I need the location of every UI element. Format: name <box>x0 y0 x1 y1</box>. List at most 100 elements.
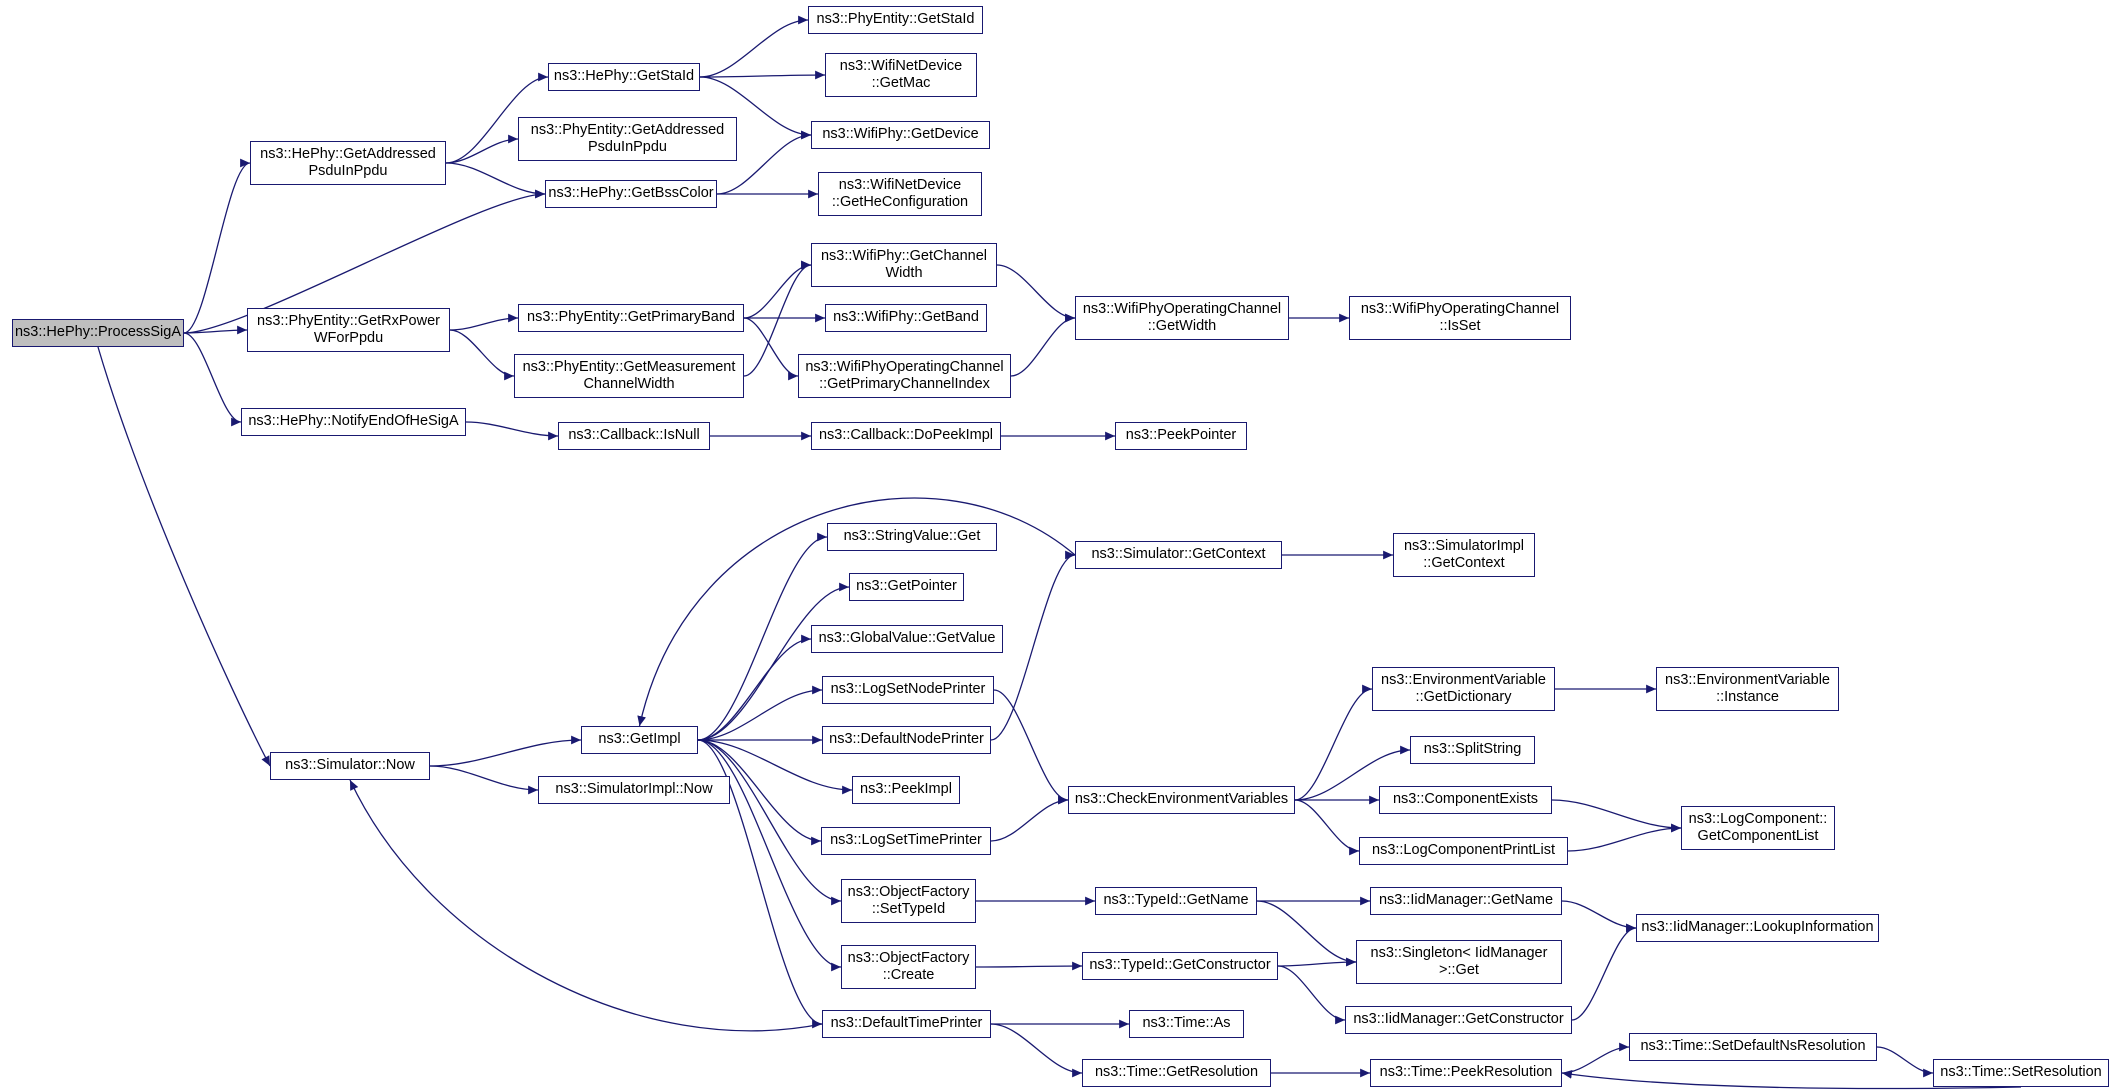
edge-processSigA-to-heGetBssColor <box>183 189 546 334</box>
edge-phyGetPrimaryBand-to-wpGetChanWidth <box>743 260 812 319</box>
graph-node-ofCreate[interactable]: ns3::ObjectFactory ::Create <box>841 945 976 989</box>
edge-getImpl-to-ofCreate <box>697 739 842 972</box>
graph-node-timeAs[interactable]: ns3::Time::As <box>1129 1010 1244 1038</box>
graph-node-phyGetStaId[interactable]: ns3::PhyEntity::GetStaId <box>808 6 983 34</box>
edge-getImpl-to-logSetNodeP <box>697 685 823 741</box>
graph-node-phyGetRxPower[interactable]: ns3::PhyEntity::GetRxPower WForPpdu <box>247 308 450 352</box>
edge-wpocGetPCI-to-wpocGetWidth <box>1010 313 1076 377</box>
graph-node-getImpl[interactable]: ns3::GetImpl <box>581 726 698 754</box>
edge-simNow-to-simImplNow <box>429 765 539 795</box>
graph-node-wpGetBand[interactable]: ns3::WifiPhy::GetBand <box>825 304 987 332</box>
graph-node-wndGetMac[interactable]: ns3::WifiNetDevice ::GetMac <box>825 53 977 97</box>
edge-notifyEndSigA-to-cbIsNull <box>465 421 559 441</box>
edge-getImpl-to-gvGetValue <box>697 634 812 741</box>
graph-node-processSigA[interactable]: ns3::HePhy::ProcessSigA <box>12 319 184 347</box>
edge-heGetBssColor-to-wpGetDevice <box>716 130 812 195</box>
graph-node-heGetBssColor[interactable]: ns3::HePhy::GetBssColor <box>545 180 717 208</box>
graph-node-simGetContext[interactable]: ns3::Simulator::GetContext <box>1075 541 1282 569</box>
graph-node-defTimeP[interactable]: ns3::DefaultTimePrinter <box>822 1010 991 1038</box>
graph-node-peekPointer[interactable]: ns3::PeekPointer <box>1115 422 1247 450</box>
graph-node-timeSetDefNs[interactable]: ns3::Time::SetDefaultNsResolution <box>1629 1033 1877 1061</box>
graph-node-wpGetChanWidth[interactable]: ns3::WifiPhy::GetChannel Width <box>811 243 997 287</box>
edge-getImpl-to-defTimeP <box>697 739 823 1029</box>
edge-tidGetCtor-to-singletonGet <box>1277 957 1357 967</box>
graph-node-simImplGetContext[interactable]: ns3::SimulatorImpl ::GetContext <box>1393 533 1535 577</box>
edge-getImpl-to-svGet <box>697 532 828 741</box>
edge-phyGetRxPower-to-phyGetMeasCW <box>449 329 515 381</box>
graph-node-simImplNow[interactable]: ns3::SimulatorImpl::Now <box>538 776 730 804</box>
graph-node-phyGetMeasCW[interactable]: ns3::PhyEntity::GetMeasurement ChannelWi… <box>514 354 744 398</box>
graph-node-envGetDict[interactable]: ns3::EnvironmentVariable ::GetDictionary <box>1372 667 1555 711</box>
edge-defTimeP-to-timeGetRes <box>990 1023 1083 1078</box>
graph-node-wpGetDevice[interactable]: ns3::WifiPhy::GetDevice <box>811 121 990 149</box>
edge-iidGetCtor-to-iidLookup <box>1571 923 1637 1021</box>
graph-node-svGet[interactable]: ns3::StringValue::Get <box>827 523 997 551</box>
edge-tidGetName-to-singletonGet <box>1256 900 1357 967</box>
edge-timePeekRes-to-timeSetDefNs <box>1561 1042 1630 1074</box>
graph-node-singletonGet[interactable]: ns3::Singleton< IidManager >::Get <box>1356 940 1562 984</box>
edge-simGetContext-to-getImpl <box>637 497 1076 727</box>
graph-node-wpocGetWidth[interactable]: ns3::WifiPhyOperatingChannel ::GetWidth <box>1075 296 1289 340</box>
graph-node-getPointer[interactable]: ns3::GetPointer <box>849 573 964 601</box>
edge-phyGetPrimaryBand-to-wpocGetPCI <box>743 317 799 381</box>
graph-node-wndGetHeConf[interactable]: ns3::WifiNetDevice ::GetHeConfiguration <box>818 172 982 216</box>
edge-logSetTimeP-to-checkEnvVars <box>990 795 1069 842</box>
graph-node-iidGetName[interactable]: ns3::IidManager::GetName <box>1370 887 1562 915</box>
graph-node-defNodeP[interactable]: ns3::DefaultNodePrinter <box>822 726 991 754</box>
graph-node-tidGetCtor[interactable]: ns3::TypeId::GetConstructor <box>1082 952 1278 980</box>
edge-heGetStaId-to-wpGetDevice <box>699 76 812 140</box>
edge-processSigA-to-heGetAddressed <box>183 158 251 334</box>
edge-checkEnvVars-to-envGetDict <box>1294 684 1373 801</box>
graph-node-timeSetRes[interactable]: ns3::Time::SetResolution <box>1933 1059 2109 1087</box>
edge-wpGetChanWidth-to-wpocGetWidth <box>996 264 1076 323</box>
graph-node-timePeekRes[interactable]: ns3::Time::PeekResolution <box>1370 1059 1562 1087</box>
graph-node-gvGetValue[interactable]: ns3::GlobalValue::GetValue <box>811 625 1003 653</box>
graph-node-logCompPrintList[interactable]: ns3::LogComponentPrintList <box>1359 837 1568 865</box>
graph-node-logSetNodeP[interactable]: ns3::LogSetNodePrinter <box>822 676 994 704</box>
edge-heGetAddressed-to-heGetStaId <box>445 72 549 164</box>
edge-defNodeP-to-simGetContext <box>990 550 1076 741</box>
graph-node-phyGetAddressed[interactable]: ns3::PhyEntity::GetAddressed PsduInPpdu <box>518 117 737 161</box>
graph-node-wpocGetPCI[interactable]: ns3::WifiPhyOperatingChannel ::GetPrimar… <box>798 354 1011 398</box>
edge-timeSetDefNs-to-timeSetRes <box>1876 1046 1934 1078</box>
graph-node-ofSetTypeId[interactable]: ns3::ObjectFactory ::SetTypeId <box>841 879 976 923</box>
edge-checkEnvVars-to-splitString <box>1294 745 1411 801</box>
edge-logSetNodeP-to-checkEnvVars <box>993 689 1069 805</box>
edge-processSigA-to-notifyEndSigA <box>183 332 242 427</box>
graph-node-envInstance[interactable]: ns3::EnvironmentVariable ::Instance <box>1656 667 1839 711</box>
graph-node-timeGetRes[interactable]: ns3::Time::GetResolution <box>1082 1059 1271 1087</box>
graph-node-heGetStaId[interactable]: ns3::HePhy::GetStaId <box>548 63 700 91</box>
graph-node-checkEnvVars[interactable]: ns3::CheckEnvironmentVariables <box>1068 786 1295 814</box>
graph-node-notifyEndSigA[interactable]: ns3::HePhy::NotifyEndOfHeSigA <box>241 408 466 436</box>
edge-heGetAddressed-to-phyGetAddressed <box>445 134 519 164</box>
edge-ofCreate-to-tidGetCtor <box>975 961 1083 971</box>
edge-tidGetCtor-to-iidGetCtor <box>1277 965 1346 1025</box>
edge-processSigA-to-simNow <box>97 346 271 767</box>
edge-phyGetMeasCW-to-wpGetChanWidth <box>743 260 812 377</box>
edge-getImpl-to-ofSetTypeId <box>697 739 842 906</box>
edge-heGetStaId-to-phyGetStaId <box>699 15 809 78</box>
graph-node-iidGetCtor[interactable]: ns3::IidManager::GetConstructor <box>1345 1006 1572 1034</box>
graph-node-heGetAddressed[interactable]: ns3::HePhy::GetAddressed PsduInPpdu <box>250 141 446 185</box>
graph-node-wpocIsSet[interactable]: ns3::WifiPhyOperatingChannel ::IsSet <box>1349 296 1571 340</box>
edge-timeSetRes-to-timePeekRes <box>1561 1070 2022 1090</box>
graph-node-compExists[interactable]: ns3::ComponentExists <box>1379 786 1552 814</box>
graph-node-simNow[interactable]: ns3::Simulator::Now <box>270 752 430 780</box>
edge-getImpl-to-getPointer <box>697 582 850 741</box>
graph-node-splitString[interactable]: ns3::SplitString <box>1410 736 1535 764</box>
graph-node-logCompGetList[interactable]: ns3::LogComponent:: GetComponentList <box>1681 806 1835 850</box>
edge-simNow-to-getImpl <box>429 735 582 767</box>
graph-node-logSetTimeP[interactable]: ns3::LogSetTimePrinter <box>821 827 991 855</box>
graph-node-phyGetPrimaryBand[interactable]: ns3::PhyEntity::GetPrimaryBand <box>518 304 744 332</box>
edge-logCompPrintList-to-logCompGetList <box>1567 823 1682 852</box>
edge-heGetAddressed-to-heGetBssColor <box>445 162 546 199</box>
edge-heGetStaId-to-wndGetMac <box>699 70 826 80</box>
graph-node-iidLookup[interactable]: ns3::IidManager::LookupInformation <box>1636 914 1879 942</box>
graph-node-cbIsNull[interactable]: ns3::Callback::IsNull <box>558 422 710 450</box>
edge-compExists-to-logCompGetList <box>1551 799 1682 833</box>
graph-node-cbDoPeekImpl[interactable]: ns3::Callback::DoPeekImpl <box>811 422 1001 450</box>
graph-node-tidGetName[interactable]: ns3::TypeId::GetName <box>1095 887 1257 915</box>
graph-node-peekImpl[interactable]: ns3::PeekImpl <box>852 776 960 804</box>
edge-phyGetRxPower-to-phyGetPrimaryBand <box>449 313 519 331</box>
